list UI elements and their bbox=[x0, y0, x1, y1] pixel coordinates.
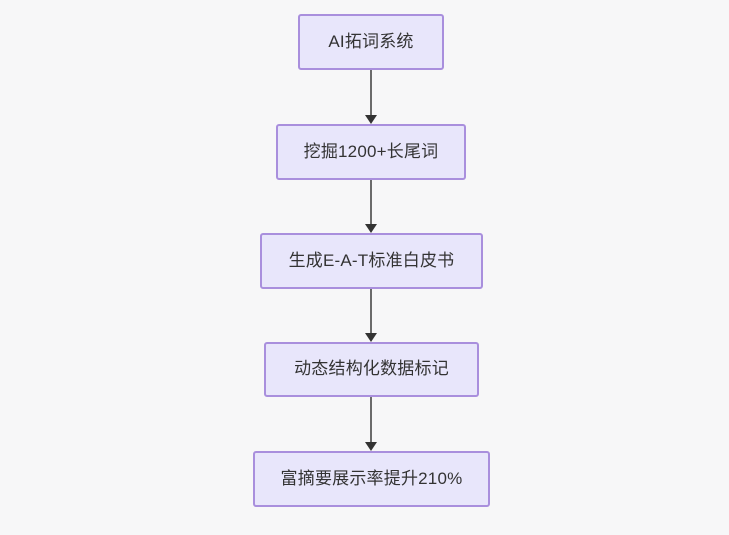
flow-node-ai-keyword-system[interactable]: AI拓词系统 bbox=[298, 14, 444, 70]
flow-node-label: 挖掘1200+长尾词 bbox=[303, 141, 439, 161]
arrow-down-icon bbox=[365, 442, 377, 451]
flow-node-label: 生成E-A-T标准白皮书 bbox=[288, 250, 455, 270]
flow-node-mine-longtail-keywords[interactable]: 挖掘1200+长尾词 bbox=[276, 124, 466, 180]
flow-node-label: 动态结构化数据标记 bbox=[294, 359, 449, 379]
arrow-down-icon bbox=[365, 224, 377, 233]
flow-node-rich-snippet-impression-lift[interactable]: 富摘要展示率提升210% bbox=[253, 451, 490, 507]
flow-node-generate-eat-whitepaper[interactable]: 生成E-A-T标准白皮书 bbox=[260, 233, 483, 289]
edge-line bbox=[370, 289, 372, 333]
flow-node-label: AI拓词系统 bbox=[328, 31, 414, 51]
edge-line bbox=[370, 70, 372, 115]
arrow-down-icon bbox=[365, 115, 377, 124]
flow-node-dynamic-structured-data-markup[interactable]: 动态结构化数据标记 bbox=[264, 342, 479, 397]
arrow-down-icon bbox=[365, 333, 377, 342]
edge-line bbox=[370, 397, 372, 442]
flow-node-label: 富摘要展示率提升210% bbox=[280, 468, 463, 488]
edge-line bbox=[370, 180, 372, 224]
